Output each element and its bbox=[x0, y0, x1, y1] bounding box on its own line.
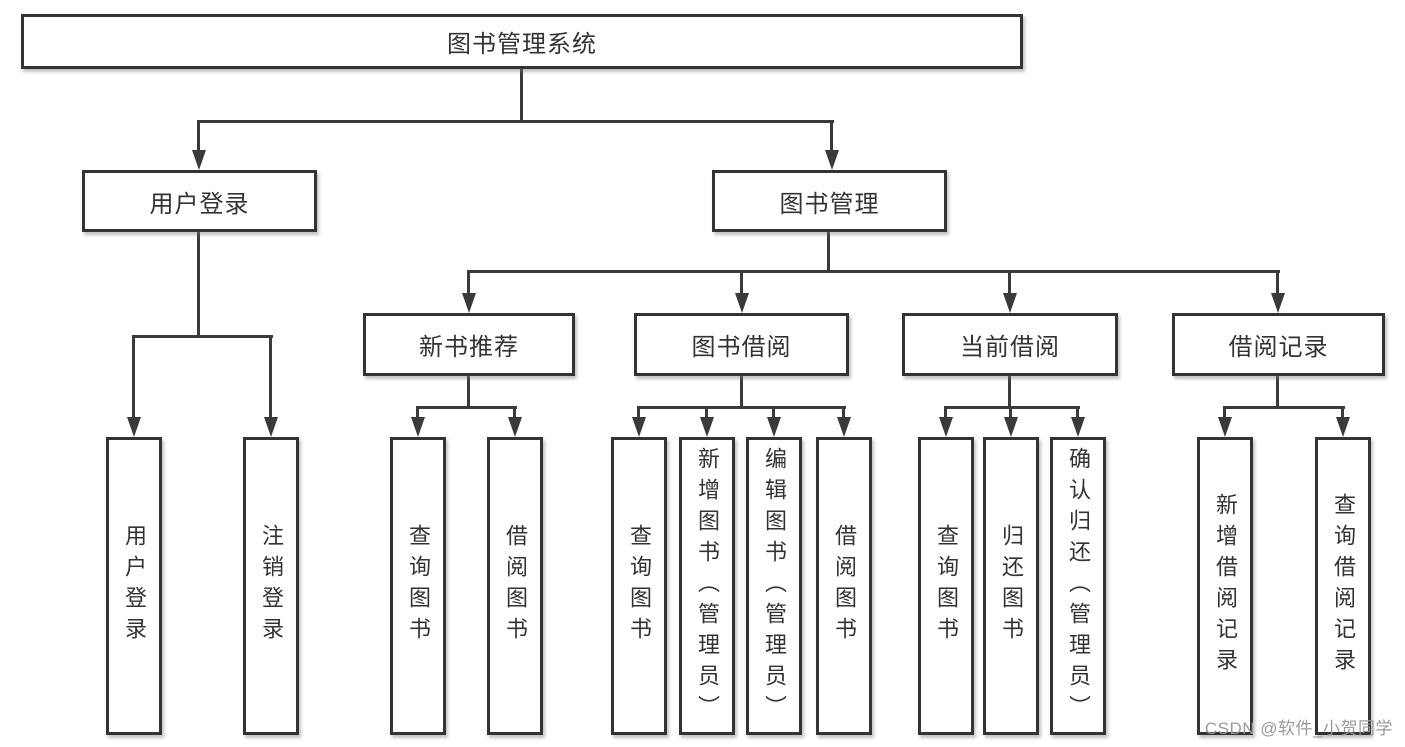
connector-line bbox=[1276, 270, 1279, 295]
connector-line bbox=[1009, 406, 1012, 419]
arrowhead-down-icon bbox=[767, 417, 781, 437]
arrowhead-down-icon bbox=[837, 417, 851, 437]
connector-line bbox=[740, 270, 743, 295]
leaf-borrow-books: 借阅图书 bbox=[816, 437, 872, 735]
node-borrow-records: 借阅记录 bbox=[1172, 313, 1385, 376]
node-library-system: 图书管理系统 bbox=[21, 14, 1023, 69]
connector-line bbox=[416, 406, 517, 409]
connector-line bbox=[944, 406, 1080, 409]
node-new-book-recommend: 新书推荐 bbox=[363, 313, 575, 376]
arrowhead-down-icon bbox=[508, 417, 522, 437]
arrowhead-down-icon bbox=[1271, 293, 1285, 313]
leaf-user-login: 用户登录 bbox=[106, 437, 162, 735]
node-book-management: 图书管理 bbox=[712, 170, 947, 232]
leaf-query-books-recommend: 查询图书 bbox=[390, 437, 446, 735]
arrowhead-down-icon bbox=[1004, 417, 1018, 437]
connector-line bbox=[197, 120, 200, 152]
connector-line bbox=[842, 406, 845, 419]
connector-line bbox=[1008, 270, 1011, 295]
connector-line bbox=[1223, 406, 1345, 409]
connector-book-mgmt-stem bbox=[827, 232, 830, 270]
connector-line bbox=[467, 270, 470, 295]
connector-line bbox=[1076, 406, 1079, 419]
connector-line bbox=[513, 406, 516, 419]
connector-line bbox=[772, 406, 775, 419]
arrowhead-down-icon bbox=[1071, 417, 1085, 437]
connector-line bbox=[1223, 406, 1226, 419]
connector-line bbox=[1276, 376, 1279, 406]
leaf-add-borrow-record: 新增借阅记录 bbox=[1197, 437, 1253, 735]
leaf-confirm-return-admin: 确认归还（管理员） bbox=[1050, 437, 1106, 735]
arrowhead-down-icon bbox=[411, 417, 425, 437]
arrowhead-down-icon bbox=[735, 293, 749, 313]
connector-line bbox=[830, 120, 833, 152]
connector-line bbox=[944, 406, 947, 419]
arrowhead-down-icon bbox=[1218, 417, 1232, 437]
arrowhead-down-icon bbox=[700, 417, 714, 437]
leaf-return-book: 归还图书 bbox=[983, 437, 1039, 735]
connector-line bbox=[1341, 406, 1344, 419]
leaf-add-book-admin: 新增图书（管理员） bbox=[679, 437, 735, 735]
connector-line bbox=[637, 406, 640, 419]
connector-user-login-stem bbox=[197, 232, 200, 335]
node-book-borrow: 图书借阅 bbox=[634, 313, 849, 376]
leaf-logout: 注销登录 bbox=[243, 437, 299, 735]
arrowhead-down-icon bbox=[1003, 293, 1017, 313]
connector-line bbox=[416, 406, 419, 419]
arrowhead-down-icon bbox=[825, 150, 839, 170]
arrowhead-down-icon bbox=[632, 417, 646, 437]
connector-line bbox=[1008, 376, 1011, 406]
connector-level2-bar bbox=[197, 120, 834, 123]
connector-line bbox=[132, 335, 135, 419]
leaf-borrow-books-recommend: 借阅图书 bbox=[487, 437, 543, 735]
leaf-edit-book-admin: 编辑图书（管理员） bbox=[746, 437, 802, 735]
connector-root-stem bbox=[520, 69, 523, 120]
connector-line bbox=[740, 376, 743, 406]
connector-level3-bar bbox=[467, 270, 1280, 273]
watermark: CSDN @软件_小贺同学 bbox=[1204, 719, 1393, 738]
leaf-query-books-current: 查询图书 bbox=[918, 437, 974, 735]
connector-user-login-bar bbox=[132, 335, 273, 338]
node-current-borrow: 当前借阅 bbox=[902, 313, 1118, 376]
connector-line bbox=[705, 406, 708, 419]
connector-line bbox=[637, 406, 846, 409]
connector-line bbox=[269, 335, 272, 419]
leaf-query-books-borrow: 查询图书 bbox=[611, 437, 667, 735]
node-user-login: 用户登录 bbox=[82, 170, 317, 232]
arrowhead-down-icon bbox=[462, 293, 476, 313]
arrowhead-down-icon bbox=[939, 417, 953, 437]
arrowhead-down-icon bbox=[264, 417, 278, 437]
connector-line bbox=[467, 376, 470, 406]
arrowhead-down-icon bbox=[1336, 417, 1350, 437]
arrowhead-down-icon bbox=[127, 417, 141, 437]
leaf-query-borrow-record: 查询借阅记录 bbox=[1315, 437, 1371, 735]
arrowhead-down-icon bbox=[192, 150, 206, 170]
